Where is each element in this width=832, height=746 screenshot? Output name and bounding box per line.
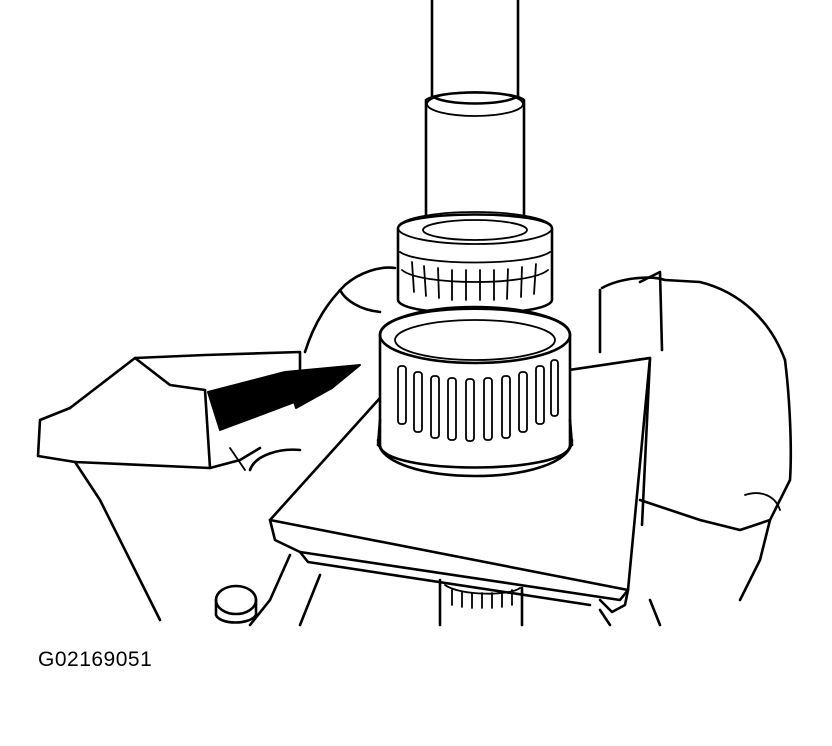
upper-bearing [396,211,554,315]
output-shaft [424,0,526,231]
arrow-icon [207,364,361,431]
needle-bearing-cage-slots [397,359,559,442]
lower-gear [438,578,524,627]
upper-bearing-rollers [411,261,537,301]
needle-bearing [376,305,574,478]
transmission-housing [36,266,793,627]
figure-id-label: G02169051 [38,648,153,671]
